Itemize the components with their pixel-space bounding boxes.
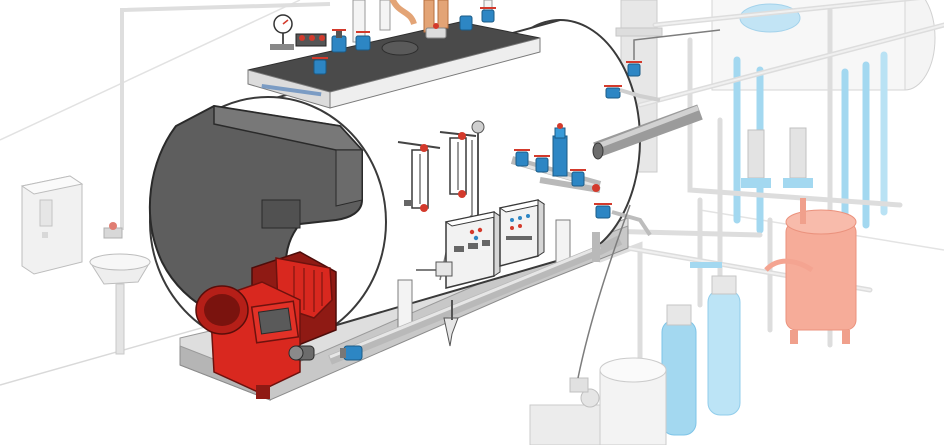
water-level-gauge-icon: [439, 131, 477, 198]
burner-unit: [195, 251, 337, 399]
gate-valve-icon: [425, 23, 447, 39]
safety-valves: [270, 33, 327, 50]
electrical-box: [20, 175, 84, 275]
boiler-front-door: [148, 104, 364, 332]
gate-valve-icon: [626, 61, 642, 77]
control-panel-left: [444, 211, 502, 289]
chimney-flange: [615, 27, 663, 37]
gate-valve-icon: [312, 57, 328, 75]
gate-valve-icon: [534, 155, 550, 173]
wall-fixtures: [0, 0, 331, 355]
gate-valve-icon: [570, 169, 586, 187]
control-panel-right: [498, 199, 546, 267]
sensor-cables: [577, 29, 721, 379]
gate-valve-icon: [514, 149, 530, 167]
circulation-pumps: [741, 127, 813, 188]
gate-valve-icon: [340, 345, 363, 361]
blowdown-pipe: [328, 232, 623, 365]
gate-valve-icon: [355, 31, 371, 51]
brine-tank: [529, 357, 667, 445]
water-level-gauge-icon: [397, 141, 441, 212]
shell-valves: [594, 61, 661, 237]
control-panels: [416, 199, 546, 289]
tank-hatch: [739, 3, 801, 33]
gate-valve-icon: [594, 203, 612, 219]
top-fittings: [270, 0, 496, 75]
pressure-gauge-icon: [273, 14, 293, 48]
feed-pump-assembly: [510, 123, 602, 193]
expansion-tank: [764, 198, 857, 344]
gate-valve-icon: [459, 7, 496, 31]
water-softener: [661, 262, 741, 436]
gate-valve-icon: [103, 222, 123, 239]
flue-pipe: [592, 104, 703, 160]
drain-funnel: [89, 253, 151, 355]
gate-valve-icon: [331, 29, 347, 53]
gate-valve-icon: [604, 85, 622, 99]
